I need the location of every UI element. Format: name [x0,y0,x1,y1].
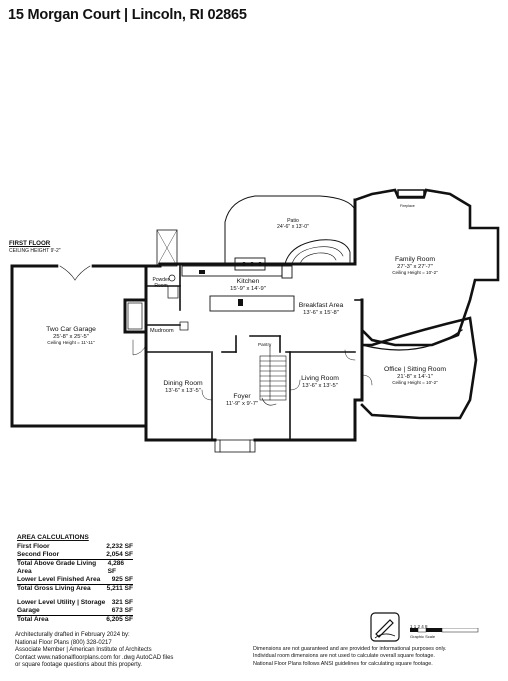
room-ceiling: Ceiling Height = 11'-11" [47,340,95,346]
room-name: Family Room [394,256,436,263]
room-powder: Powder Room [152,277,170,289]
room-name: Kitchen [236,278,260,285]
footer-line: Associate Member | American Institute of… [15,647,152,654]
room-ceiling: Ceiling Height = 10'-2" [392,270,438,276]
footer-line: Dimensions are not guaranteed and are pr… [253,646,447,652]
room-mudroom: Mudroom [150,328,174,334]
room-name: Breakfast Area [298,302,344,309]
area-label: Total Area [17,615,49,623]
patio-outline [224,195,356,265]
area-label: Garage [17,606,40,614]
footer-line: National Floor Plans follows ANSI guidel… [253,660,433,667]
room-name: Two Car Garage [46,326,96,333]
area-label: Total Above Grade Living Area [17,560,97,576]
page-title: 15 Morgan Court | Lincoln, RI 02865 [8,7,247,23]
area-value: 4,286 SF [107,560,125,576]
area-row: Total Gross Living Area 5,211 SF [17,584,133,593]
area-row: Lower Level Utility | Storage 321 SF [17,599,133,607]
footer-disclaimer: Dimensions are not guaranteed and are pr… [253,646,503,668]
area-row: Total Above Grade Living Area 4,286 SF [17,559,133,576]
fireplace-label: Fireplace [400,204,415,208]
footer-line: National Floor Plans (800) 328-0217 [15,639,112,646]
room-garage: Two Car Garage 25'-8" x 25'-5" Ceiling H… [46,326,96,346]
footer-line: or square footage questions about this p… [15,662,142,669]
room-breakfast: Breakfast Area 13'-6" x 15'-8" [299,302,344,316]
room-dims: 11'-9" x 9'-7" [226,400,258,407]
area-label: Total Gross Living Area [17,585,91,593]
room-dims: 13'-6" x 15'-8" [303,309,339,316]
area-label: Second Floor [17,551,60,559]
room-dims: 25'-8" x 25'-5" [53,333,89,340]
room-name: Foyer [233,393,251,400]
room-dims: 21'-8" x 14'-1" [397,373,433,380]
area-value: 673 SF [111,606,133,614]
area-row: Lower Level Finished Area 925 SF [17,576,133,584]
room-patio: Patio 24'-6" x 13'-0" [277,218,309,231]
area-value: 2,232 SF [106,543,133,550]
garage-walls [10,264,148,428]
area-row: First Floor 2,232 SF [17,543,133,551]
room-pantry: Pantry [258,342,272,347]
area-label: Lower Level Utility | Storage [17,598,106,606]
graphic-scale-bar [410,628,479,633]
room-dining: Dining Room 13'-6" x 13'-5" [163,380,202,394]
footer-credits: Architecturally drafted in February 2024… [15,632,245,670]
floor-ceiling-height: CEILING HEIGHT 9'-2" [9,248,61,254]
room-name: Patio [287,218,299,224]
room-family: Family Room 27'-3" x 27'-7" Ceiling Heig… [392,256,438,276]
footer-line: Individual room dimensions are not used … [253,653,435,660]
room-name: Office | Sitting Room [383,366,447,373]
graphic-scale-ticks: 1 1 2 4 8 [410,624,428,629]
room-foyer: Foyer 11'-9" x 9'-7" [226,393,258,407]
room-living: Living Room 13'-6" x 13'-5" [301,375,339,389]
area-calculations: AREA CALCULATIONS First Floor 2,232 SF Se… [17,534,133,624]
area-row: Garage 673 SF [17,607,133,615]
footer-line: Architecturally drafted in February 2024… [15,632,130,638]
area-label: Lower Level Finished Area [17,576,101,584]
footer-line: Contact www.nationalfloorplans.com for .… [15,654,174,661]
stairs [259,344,287,406]
room-ceiling: Ceiling Height = 10'-2" [392,380,438,386]
room-office: Office | Sitting Room 21'-8" x 14'-1" Ce… [384,366,446,386]
graphic-scale-label: Graphic Scale [410,634,436,639]
room-dims: 24'-6" x 13'-0" [277,223,309,230]
room-dims: 13'-6" x 13'-5" [165,387,201,394]
room-dims: 13'-6" x 13'-5" [302,382,338,389]
area-value: 5,211 SF [106,585,133,593]
room-dims: 15'-9" x 14'-9" [230,285,266,292]
area-title: AREA CALCULATIONS [17,534,89,541]
area-value: 6,205 SF [106,615,133,623]
area-value: 321 SF [111,598,133,606]
room-dims: 27'-3" x 27'-7" [397,263,433,270]
room-kitchen: Kitchen 15'-9" x 14'-9" [230,278,266,292]
area-value: 925 SF [111,576,133,584]
area-row: Total Area 6,205 SF [17,614,133,624]
area-row: Second Floor 2,054 SF [17,551,133,559]
area-value: 2,054 SF [106,551,133,559]
floor-label: FIRST FLOOR [9,240,51,247]
area-label: First Floor [17,543,50,550]
pen-logo-icon [370,612,400,642]
room-name: Dining Room [163,380,203,387]
room-name: Living Room [301,375,339,382]
